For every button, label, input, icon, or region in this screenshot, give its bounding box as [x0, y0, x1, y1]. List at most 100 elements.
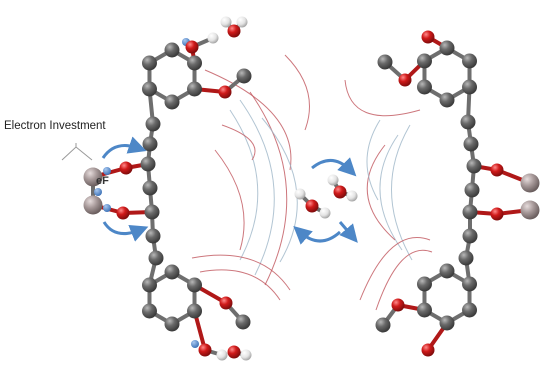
hydrogen-atom — [346, 190, 358, 202]
electron-arrow — [338, 221, 358, 243]
carbon-atom — [416, 79, 432, 95]
carbon-atom — [141, 55, 157, 71]
electron-dot — [94, 188, 102, 196]
iron-atom — [83, 195, 103, 215]
wave-arc — [391, 124, 413, 261]
hydrogen-atom — [236, 16, 248, 28]
hydrogen-atom — [220, 16, 232, 28]
oxygen-atom — [119, 161, 133, 175]
carbon-atom — [187, 55, 203, 71]
oxygen-atom — [421, 30, 435, 44]
oxygen-atom — [218, 85, 232, 99]
oxygen-atom — [219, 296, 233, 310]
wave-arc — [375, 249, 433, 311]
oxygen-atom — [116, 206, 130, 220]
carbon-atom — [164, 316, 180, 332]
carbon-atom — [462, 302, 478, 318]
carbon-atom — [377, 54, 393, 70]
wave-arc — [229, 109, 259, 261]
carbon-atom — [463, 136, 479, 152]
oxygen-atom — [198, 343, 212, 357]
carbon-atom — [462, 79, 478, 95]
oxygen-atom — [398, 73, 412, 87]
carbon-atom — [460, 114, 476, 130]
atom-layer — [83, 16, 540, 361]
carbon-atom — [458, 250, 474, 266]
hydrogen-atom — [216, 349, 228, 361]
carbon-atom — [439, 315, 455, 331]
wave-arc — [366, 144, 396, 241]
carbon-atom — [164, 94, 180, 110]
wave-arc — [284, 54, 310, 131]
carbon-atom — [144, 204, 160, 220]
oxygen-atom — [490, 207, 504, 221]
carbon-atom — [141, 277, 157, 293]
carbon-atom — [375, 317, 391, 333]
wave-arc — [191, 254, 291, 291]
wave-arc — [199, 269, 281, 301]
carbon-atom — [145, 228, 161, 244]
electron-arrow — [311, 157, 357, 177]
carbon-atom — [462, 204, 478, 220]
wave-arc — [239, 99, 275, 276]
electron-dot — [103, 204, 111, 212]
electron-arrow — [102, 221, 149, 242]
wave-arc — [261, 117, 298, 263]
electron-dot — [103, 167, 111, 175]
iron-atom — [520, 200, 540, 220]
hydrogen-atom — [294, 188, 306, 200]
wave-arc — [359, 237, 431, 301]
carbon-atom — [439, 92, 455, 108]
oxygen-atom — [305, 199, 319, 213]
carbon-atom — [141, 81, 157, 97]
wave-arc — [249, 91, 288, 286]
carbon-atom — [416, 53, 432, 69]
wave-arc — [366, 119, 381, 201]
carbon-atom — [462, 276, 478, 292]
carbon-atom — [236, 68, 252, 84]
wave-arc — [204, 69, 292, 171]
carbon-atom — [187, 303, 203, 319]
hydrogen-atom — [319, 207, 331, 219]
carbon-atom — [464, 182, 480, 198]
hydrogen-atom — [327, 174, 339, 186]
hydrogen-atom — [207, 32, 219, 44]
wave-arc — [221, 124, 256, 161]
carbon-atom — [148, 250, 164, 266]
hydrogen-atom — [240, 349, 252, 361]
electron-dot — [191, 340, 199, 348]
oxygen-atom — [227, 24, 241, 38]
carbon-atom — [141, 303, 157, 319]
carbon-atom — [462, 228, 478, 244]
oxygen-atom — [391, 298, 405, 312]
carbon-atom — [462, 53, 478, 69]
oxygen-atom — [185, 40, 199, 54]
carbon-atom — [416, 276, 432, 292]
carbon-atom — [235, 314, 251, 330]
carbon-atom — [439, 40, 455, 56]
electron-investment-label: Electron Investment — [4, 120, 106, 132]
oxygen-atom — [227, 345, 241, 359]
carbon-atom — [187, 81, 203, 97]
carbon-atom — [187, 277, 203, 293]
iron-atom — [520, 173, 540, 193]
iron-label: eF — [96, 175, 109, 187]
oxygen-atom — [333, 185, 347, 199]
carbon-atom — [164, 42, 180, 58]
carbon-atom — [439, 263, 455, 279]
electron-arrows — [101, 136, 358, 245]
oxygen-atom — [421, 343, 435, 357]
electron-arrow — [293, 225, 342, 245]
carbon-atom — [466, 158, 482, 174]
electron-arrow — [101, 136, 147, 159]
oxygen-atom — [490, 163, 504, 177]
wave-arc — [214, 149, 245, 251]
carbon-atom — [145, 116, 161, 132]
iron-atom — [83, 167, 103, 187]
investment-bracket — [61, 143, 93, 161]
carbon-atom — [142, 136, 158, 152]
carbon-atom — [140, 156, 156, 172]
carbon-atom — [164, 264, 180, 280]
wave-arc — [379, 134, 403, 251]
